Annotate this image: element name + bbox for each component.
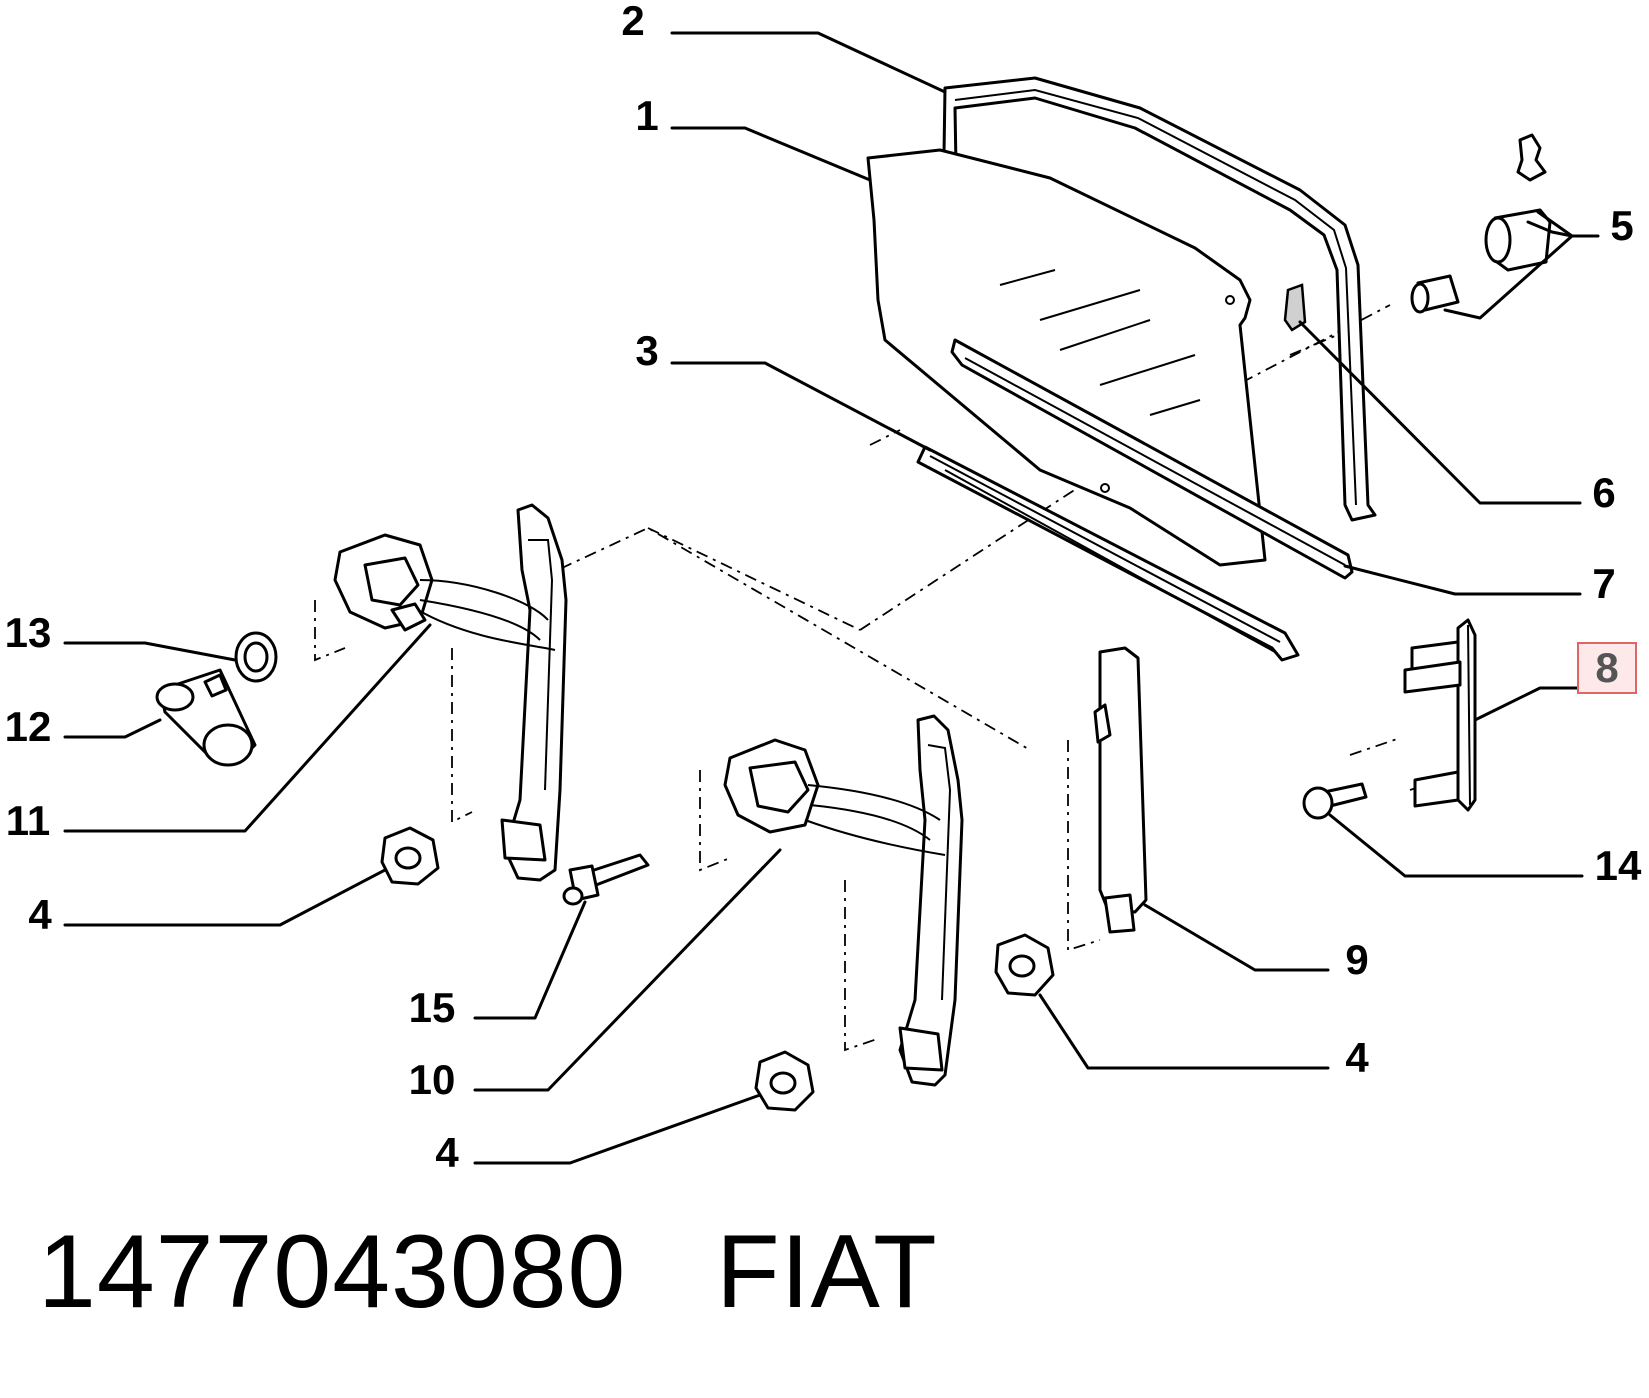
leader-5b — [1443, 234, 1574, 320]
callout-4-right: 4 — [1345, 1034, 1369, 1081]
callout-9: 9 — [1345, 936, 1368, 983]
part-12-crank-handle — [155, 668, 257, 767]
leader-lines — [63, 31, 1600, 1165]
part-number-caption: 1477043080 FIAT — [38, 1214, 938, 1330]
leader-5c — [1526, 220, 1574, 238]
part-4-nuts — [380, 826, 1055, 1112]
part-7-glass-channel — [950, 338, 1354, 580]
right-window-regulator — [723, 714, 964, 1087]
callout-12: 12 — [5, 703, 52, 750]
nut-c — [754, 1050, 815, 1112]
part-13-washer — [234, 631, 278, 683]
leader-8 — [1473, 686, 1579, 722]
callout-2: 2 — [621, 0, 644, 44]
leader-4a — [63, 868, 387, 927]
leader-1 — [670, 126, 872, 182]
callout-7: 7 — [1592, 560, 1615, 607]
callout-13: 13 — [5, 609, 52, 656]
callout-6: 6 — [1592, 469, 1615, 516]
callout-5: 5 — [1610, 202, 1633, 249]
part-8-trim-bracket — [1403, 618, 1477, 812]
leader-14 — [1328, 813, 1584, 878]
part-9-guide-rail — [1093, 646, 1148, 934]
nut-b — [994, 933, 1055, 997]
leader-12 — [63, 718, 162, 739]
callout-1: 1 — [635, 92, 658, 139]
leader-13 — [63, 641, 237, 662]
callout-15: 15 — [409, 984, 456, 1031]
callout-10: 10 — [409, 1056, 456, 1103]
nut-a — [380, 826, 440, 886]
leader-7 — [1343, 564, 1582, 596]
leader-15 — [473, 900, 587, 1020]
callout-11: 11 — [6, 797, 50, 844]
leader-11 — [63, 623, 432, 833]
assembly-guide-lines — [314, 304, 1446, 1052]
callout-14: 14 — [1595, 842, 1642, 889]
leader-4b — [1038, 993, 1330, 1070]
leader-9 — [1143, 903, 1330, 972]
leader-6 — [1298, 320, 1582, 505]
callout-8: 8 — [1595, 644, 1618, 691]
part-5-pin-grommet — [1410, 133, 1552, 314]
part-3-belt-strip — [916, 445, 1300, 662]
leader-10 — [473, 848, 782, 1092]
callout-3: 3 — [635, 327, 658, 374]
left-window-regulator — [333, 503, 568, 882]
callout-4-bottom: 4 — [435, 1129, 459, 1176]
highlighted-callout-8-box — [1577, 642, 1637, 694]
part-14-screw — [1302, 782, 1368, 820]
callout-labels: 2 1 3 5 6 7 14 9 4 4 10 15 4 11 12 13 — [5, 0, 1642, 1176]
leader-3 — [670, 361, 932, 452]
part-6-clip — [1283, 283, 1307, 332]
callout-4-left: 4 — [28, 891, 52, 938]
leader-2 — [670, 31, 947, 94]
leader-4c — [473, 1093, 762, 1165]
part-15-rivet — [562, 853, 650, 906]
